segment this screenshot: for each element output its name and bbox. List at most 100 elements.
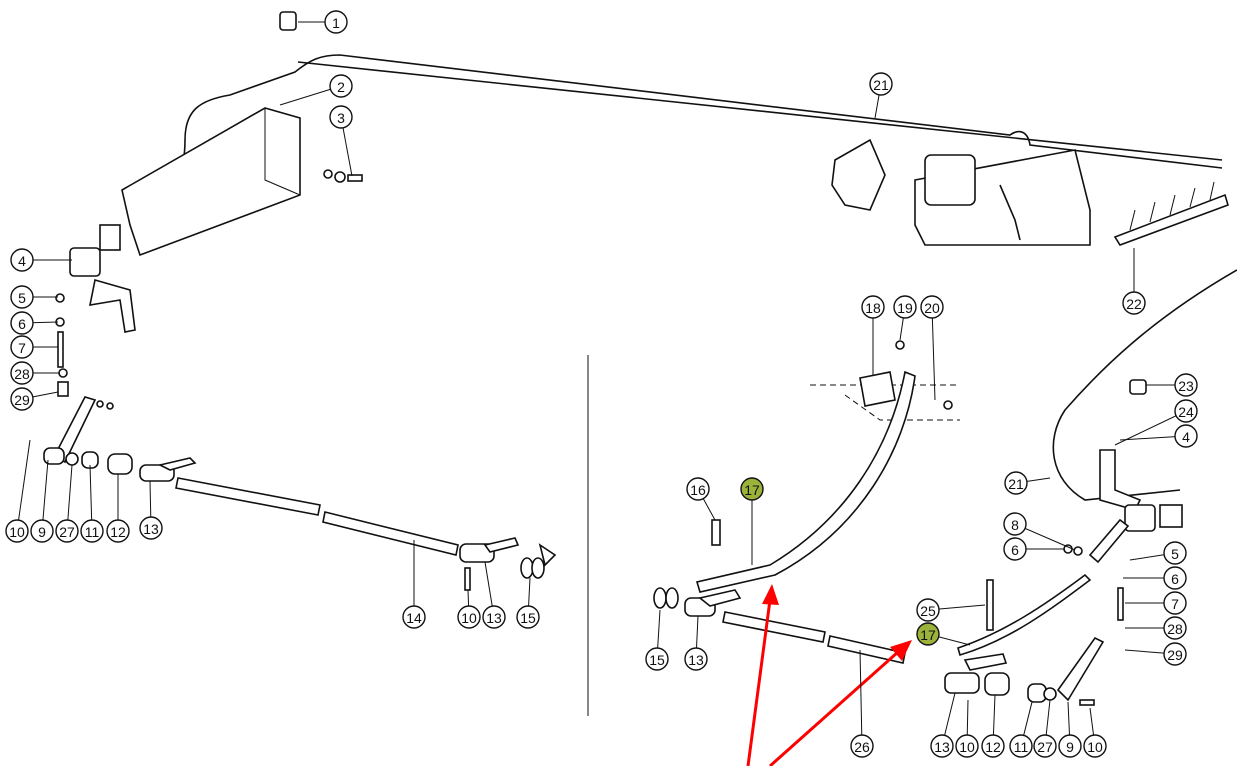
callout-label: 13 bbox=[934, 739, 950, 755]
callout-1: 1 bbox=[298, 10, 348, 34]
callout-15: 15 bbox=[516, 577, 540, 629]
callout-label: 12 bbox=[985, 739, 1001, 755]
bushing-12-right bbox=[984, 672, 1010, 696]
callout-24: 24 bbox=[1114, 399, 1198, 446]
cover-box-2 bbox=[121, 107, 301, 257]
callout-label: 22 bbox=[1126, 296, 1142, 312]
callout-23: 23 bbox=[1146, 373, 1198, 397]
callout-20: 20 bbox=[920, 295, 944, 401]
box-edge bbox=[264, 108, 301, 196]
callout-circle bbox=[684, 647, 708, 671]
callout-27: 27 bbox=[1033, 699, 1057, 758]
callout-label: 21 bbox=[873, 77, 889, 93]
bolt-3 bbox=[323, 169, 363, 183]
callout-21: 21 bbox=[869, 72, 893, 119]
callout-4: 4 bbox=[10, 248, 72, 272]
callout-circle bbox=[740, 477, 764, 501]
callout-label: 26 bbox=[854, 739, 870, 755]
callout-circle bbox=[869, 72, 893, 96]
callout-label: 5 bbox=[18, 290, 26, 306]
callout-circle bbox=[850, 734, 874, 758]
leader-line bbox=[859, 649, 863, 747]
rack-22 bbox=[1113, 193, 1229, 246]
callout-7: 7 bbox=[10, 335, 58, 359]
shaft-26 bbox=[722, 611, 826, 643]
callout-3: 3 bbox=[329, 105, 353, 177]
callout-5: 5 bbox=[10, 285, 58, 309]
coupling-assembly bbox=[831, 138, 1091, 246]
callout-label: 24 bbox=[1178, 404, 1194, 420]
callout-label: 9 bbox=[38, 524, 46, 540]
callout-circle bbox=[80, 519, 104, 543]
callout-circle bbox=[457, 605, 481, 629]
spring-15 bbox=[653, 587, 667, 609]
bracket-24 bbox=[1099, 449, 1142, 511]
callout-label: 4 bbox=[18, 253, 26, 269]
switch-4-right bbox=[1124, 504, 1156, 532]
callout-label: 11 bbox=[1014, 739, 1029, 755]
callout-circle bbox=[1163, 616, 1187, 640]
callout-label: 27 bbox=[59, 524, 75, 540]
callout-9: 9 bbox=[1058, 701, 1082, 758]
callout-circle bbox=[916, 598, 940, 622]
callout-14: 14 bbox=[402, 540, 426, 629]
red-arrows bbox=[746, 584, 912, 766]
callout-label: 4 bbox=[1182, 429, 1190, 445]
callout-label: 3 bbox=[337, 110, 345, 126]
callout-7: 7 bbox=[1125, 591, 1187, 615]
rack-teeth bbox=[1129, 181, 1215, 231]
callout-circle bbox=[1122, 291, 1146, 315]
callout-circle bbox=[139, 516, 163, 540]
callout-circle bbox=[402, 605, 426, 629]
callout-circle bbox=[1003, 537, 1027, 561]
callout-circle bbox=[1083, 734, 1107, 758]
leader-line bbox=[41, 459, 49, 532]
callout-circle bbox=[920, 295, 944, 319]
callout-28: 28 bbox=[10, 361, 60, 385]
callout-11: 11 bbox=[1009, 701, 1033, 758]
callout-29: 29 bbox=[10, 387, 59, 411]
callout-10: 10 bbox=[1083, 707, 1107, 758]
callout-label: 16 bbox=[690, 482, 706, 498]
callout-25: 25 bbox=[916, 598, 986, 622]
switch-4-left bbox=[53, 224, 136, 464]
callout-label: 7 bbox=[18, 340, 26, 356]
washer-19 bbox=[895, 340, 905, 350]
cable-21-outline bbox=[297, 61, 1223, 161]
callout-label: 7 bbox=[1171, 596, 1179, 612]
callout-label: 9 bbox=[1066, 739, 1074, 755]
callout-circle bbox=[916, 622, 940, 646]
callout-label: 29 bbox=[14, 392, 30, 408]
callout-label: 17 bbox=[920, 627, 936, 643]
callout-circle bbox=[30, 519, 54, 543]
callout-label: 6 bbox=[1011, 542, 1019, 558]
callout-circle bbox=[1174, 399, 1198, 423]
callout-12: 12 bbox=[981, 694, 1005, 758]
callout-28: 28 bbox=[1125, 616, 1187, 640]
callout-circle bbox=[55, 519, 79, 543]
callout-label: 23 bbox=[1178, 378, 1194, 394]
leader-line bbox=[931, 306, 936, 401]
callout-circle bbox=[1058, 734, 1082, 758]
callout-label: 13 bbox=[486, 610, 502, 626]
callout-21: 21 bbox=[1004, 471, 1051, 495]
callout-6: 6 bbox=[10, 311, 59, 335]
callout-16: 16 bbox=[686, 477, 716, 521]
callout-circle bbox=[10, 285, 34, 309]
callout-circle bbox=[10, 387, 34, 411]
spring-tine-17-short bbox=[957, 573, 1092, 656]
callout-label: 13 bbox=[143, 521, 159, 537]
callout-13: 13 bbox=[482, 561, 506, 629]
callout-5: 5 bbox=[1129, 541, 1187, 565]
callout-label: 21 bbox=[1008, 476, 1024, 492]
callout-circle bbox=[10, 248, 34, 272]
callout-circle bbox=[1004, 471, 1028, 495]
callout-circle bbox=[1163, 642, 1187, 666]
callout-9: 9 bbox=[30, 459, 54, 543]
callout-circle bbox=[1163, 541, 1187, 565]
callout-circle bbox=[893, 295, 917, 319]
callout-label: 10 bbox=[461, 610, 477, 626]
callout-label: 19 bbox=[897, 300, 913, 316]
callout-17: 17 bbox=[740, 477, 764, 565]
